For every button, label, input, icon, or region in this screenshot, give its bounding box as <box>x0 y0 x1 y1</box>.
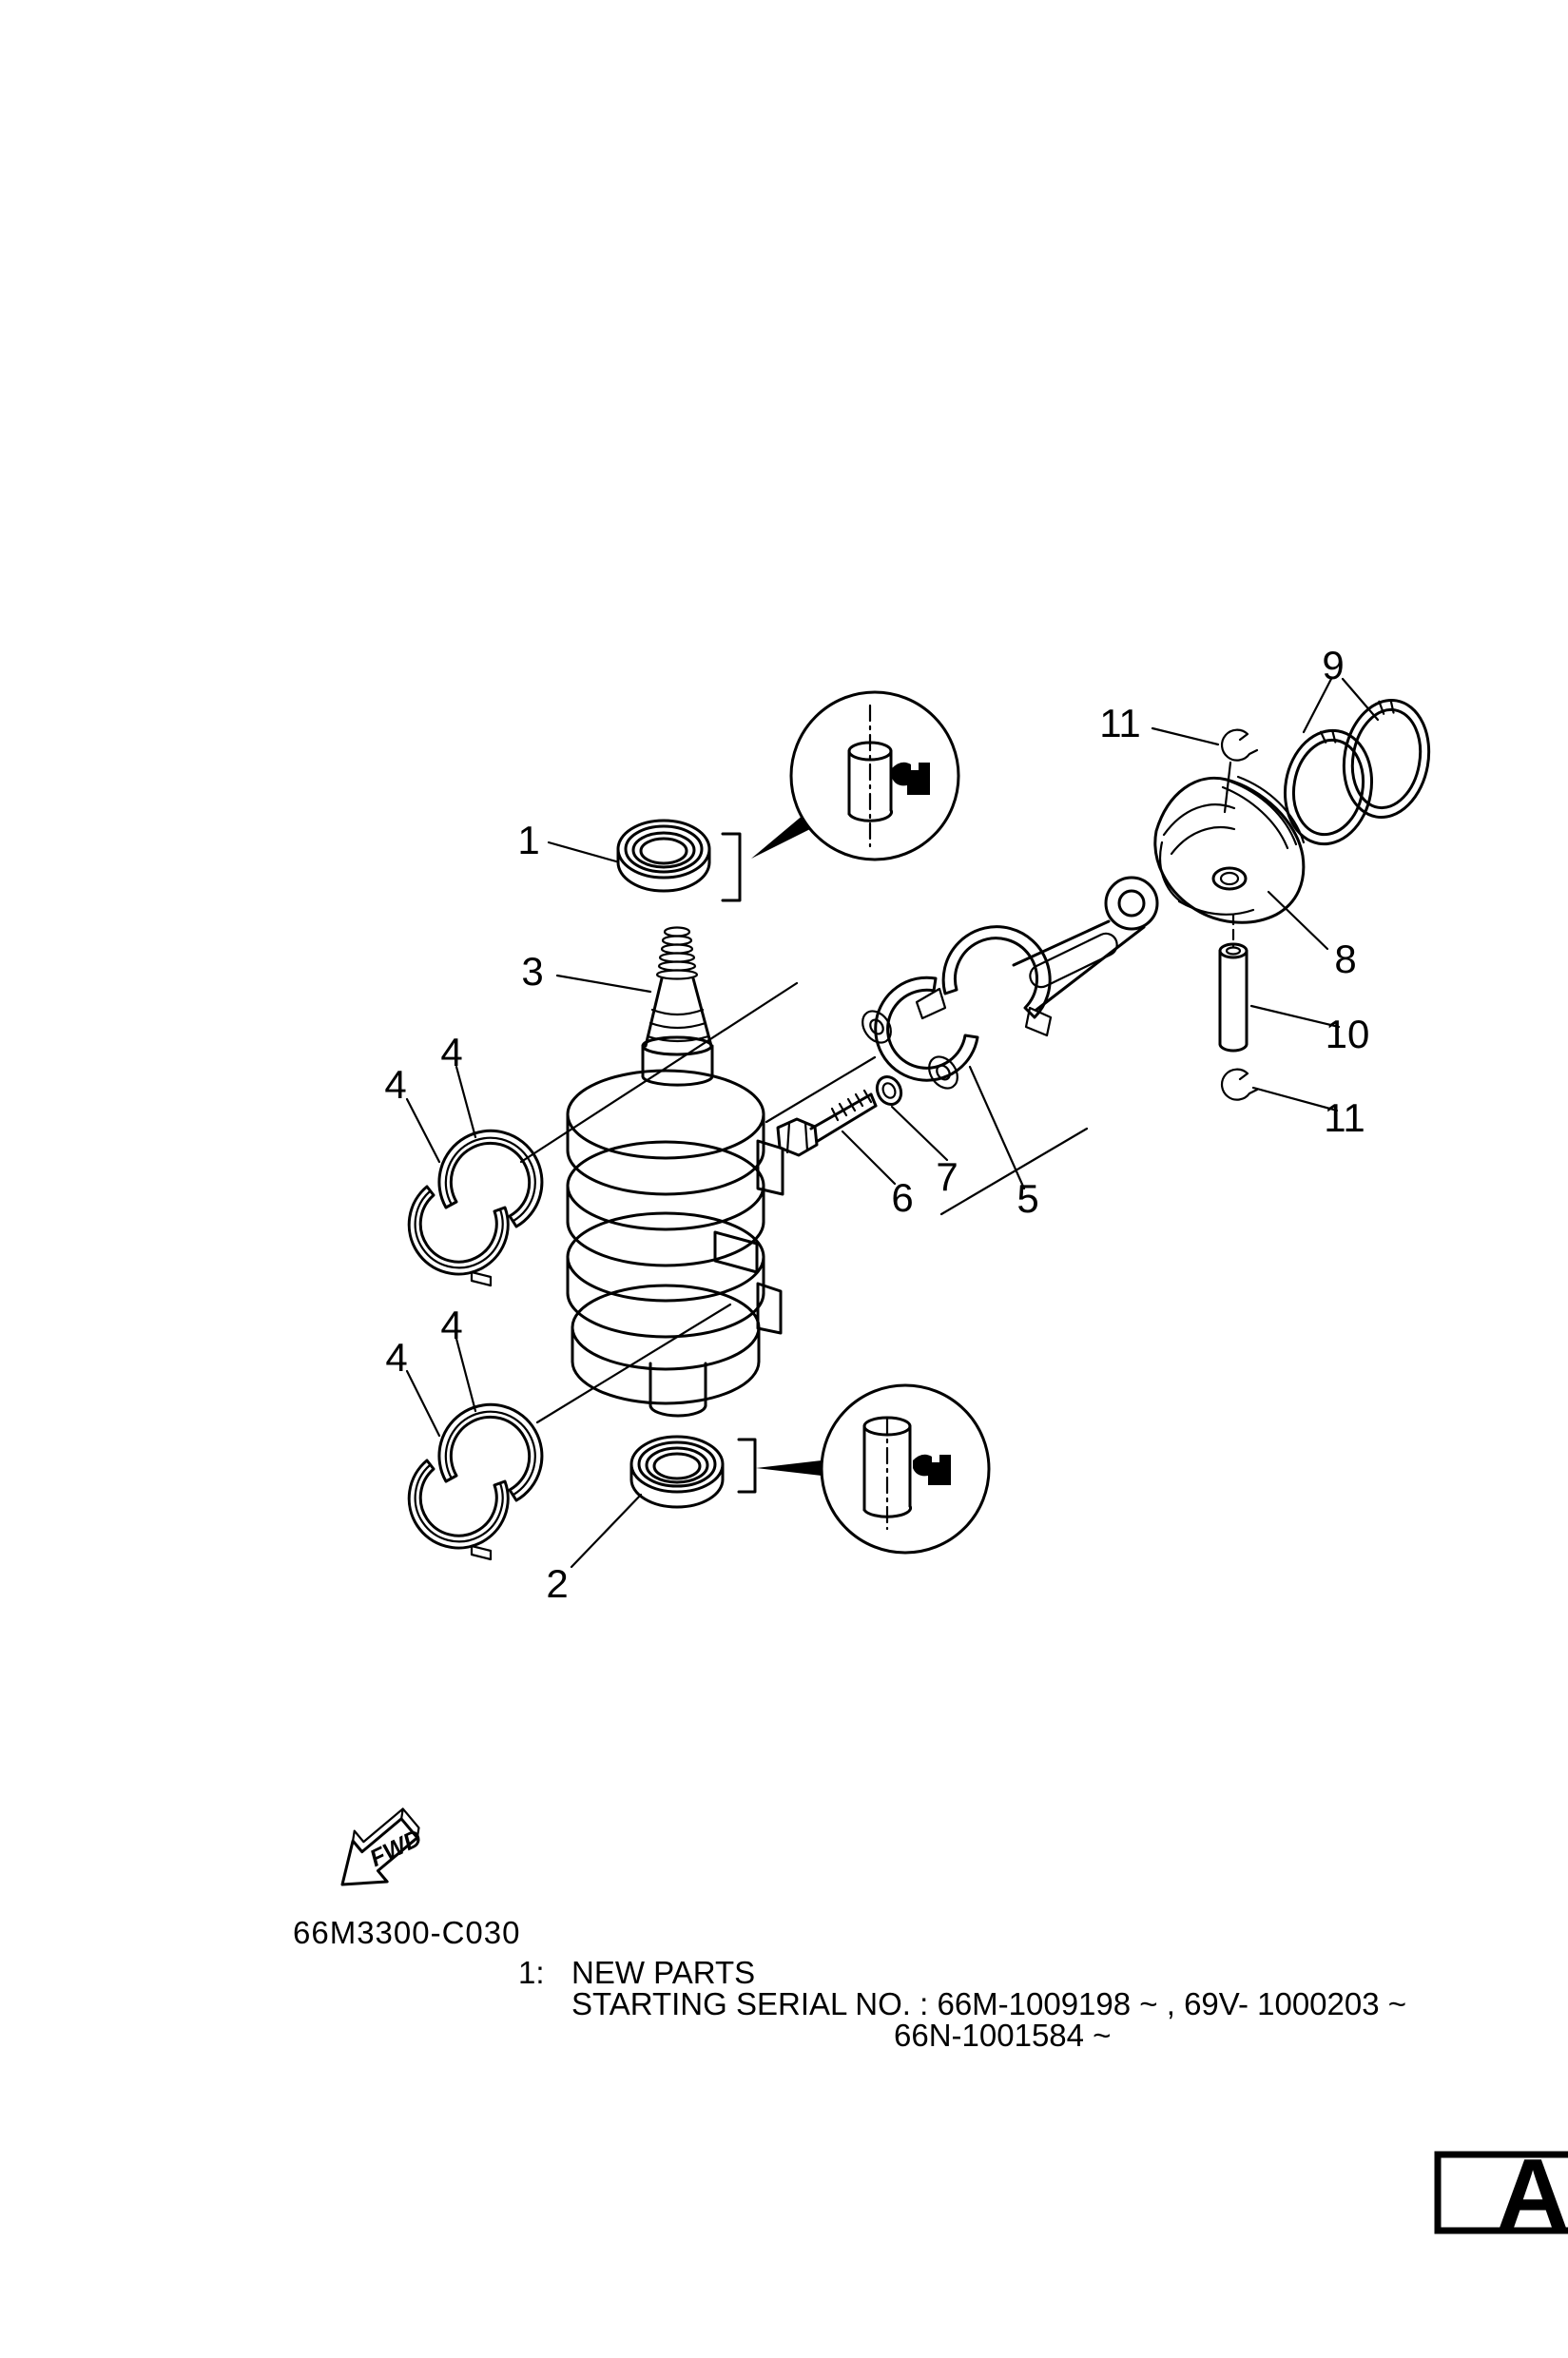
note-line3: 66N-1001584 ~ <box>894 2018 1111 2053</box>
callout-6: 6 <box>891 1175 913 1220</box>
callout-8: 8 <box>1334 937 1356 981</box>
part-3-crankshaft <box>566 926 784 1418</box>
callout-labels: 1 2 3 4 4 4 4 5 6 7 8 9 10 11 11 <box>384 643 1369 1606</box>
bearing-seal-section-icon <box>892 762 930 795</box>
diagram-code: 66M3300-C030 <box>293 1915 521 1950</box>
part-4-bearings-lower <box>407 1402 544 1561</box>
notes-block: 1: NEW PARTS STARTING SERIAL NO. : 66M-1… <box>518 1955 1406 2053</box>
fwd-arrow: FWD <box>340 1807 426 1886</box>
part-1-upper-seal <box>616 819 711 893</box>
callout-5: 5 <box>1016 1176 1038 1221</box>
magnifier-circle-top <box>789 690 960 861</box>
part-10-piston-pin <box>1218 942 1249 1053</box>
callout-3: 3 <box>521 949 543 994</box>
callout-4-upper-outer: 4 <box>440 1030 462 1074</box>
magnifier-detail-top <box>721 690 960 902</box>
callout-1: 1 <box>517 818 539 862</box>
note-item-ref: 1: <box>518 1955 545 1990</box>
part-5-connecting-rod <box>861 876 1159 1090</box>
callout-7: 7 <box>936 1154 958 1199</box>
callout-4-lower-outer: 4 <box>440 1303 462 1347</box>
note-line1: NEW PARTS <box>571 1955 755 1990</box>
part-4-bearings-upper <box>407 1129 544 1287</box>
part-7-washer <box>875 1074 903 1107</box>
callout-11-right: 11 <box>1324 1095 1365 1140</box>
callout-11-top: 11 <box>1099 701 1141 745</box>
note-line2: STARTING SERIAL NO. : 66M-1009198 ~ , 69… <box>571 1986 1406 2021</box>
part-11-circlips <box>1220 728 1259 1101</box>
page-marker: A <box>1434 2139 1568 2250</box>
oil-seal-section-icon <box>913 1454 951 1485</box>
magnifier-detail-bottom <box>737 1383 991 1555</box>
part-9-piston-rings <box>1283 698 1431 846</box>
part-2-lower-seal <box>629 1435 725 1509</box>
page-marker-box <box>1434 2151 1568 2234</box>
magnifier-circle-bottom <box>820 1383 991 1555</box>
leader-lines <box>405 677 1380 1569</box>
callout-10: 10 <box>1326 1012 1370 1056</box>
part-6-bolt <box>776 1089 878 1157</box>
callout-4-upper-inner: 4 <box>384 1062 406 1107</box>
callout-4-lower-inner: 4 <box>385 1335 407 1380</box>
callout-2: 2 <box>546 1561 568 1606</box>
part-8-piston <box>1153 775 1306 924</box>
page-marker-letter: A <box>1497 2139 1568 2250</box>
callout-9: 9 <box>1322 643 1344 687</box>
